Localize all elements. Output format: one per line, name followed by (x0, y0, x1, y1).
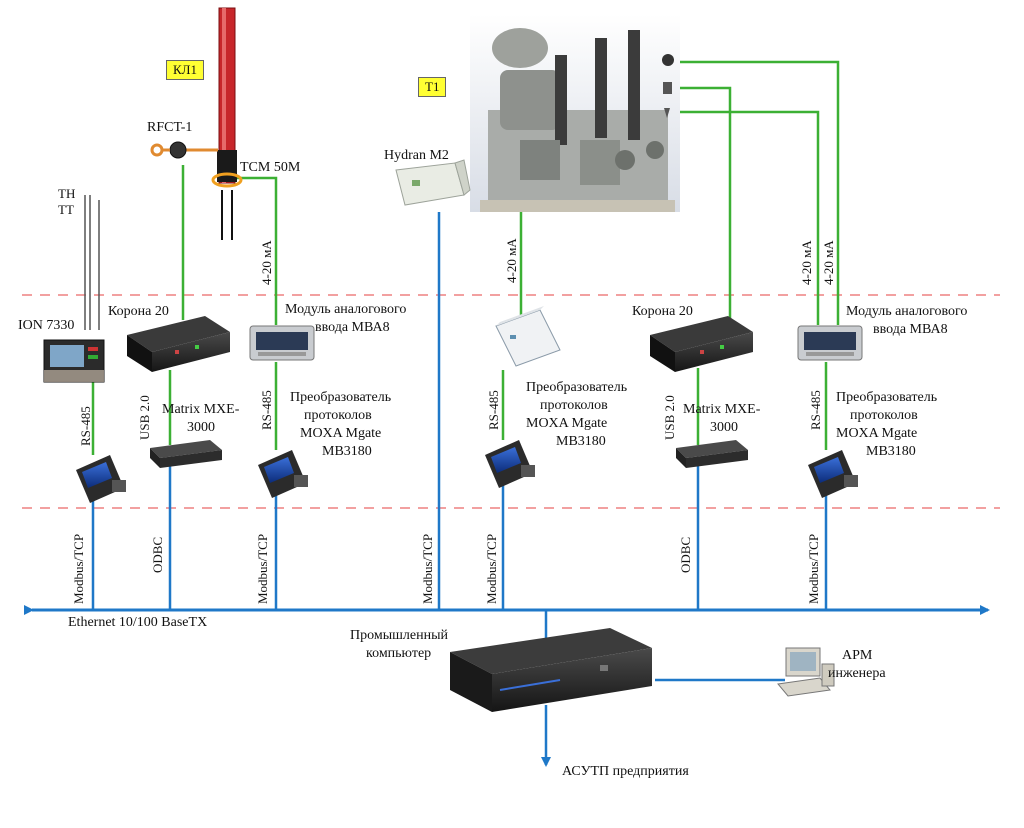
rfct-sensor (150, 141, 218, 159)
moxa-mgate-2 (258, 450, 308, 498)
label-mva-left-2: ввода МВА8 (315, 320, 390, 335)
link-label-rs485: RS-485 (808, 390, 823, 430)
cable-line-kl1 (211, 7, 243, 240)
label-mva-right-2: ввода МВА8 (873, 322, 948, 337)
label-mva-left-1: Модуль аналогового (285, 302, 407, 317)
link-label-4-20ma: 4-20 мА (504, 238, 519, 283)
label-asutp: АСУТП предприятия (562, 764, 689, 779)
tag-kl1: КЛ1 (166, 60, 204, 80)
ion-7330-meter (43, 339, 105, 383)
industrial-computer (450, 628, 652, 712)
link-label-rs485: RS-485 (259, 390, 274, 430)
mva8-right (797, 325, 863, 361)
label-th: ТН (58, 186, 76, 201)
korona-20-right (650, 316, 753, 372)
matrix-mxe-3000-left (150, 440, 222, 468)
label-moxa-left-4: MB3180 (322, 444, 372, 459)
analog-serial-links (91, 60, 840, 455)
link-label-modbus-tcp: Modbus/TCP (71, 533, 86, 604)
label-moxa-left-2: протоколов (304, 408, 372, 423)
label-korona-left: Корона 20 (108, 304, 169, 319)
label-moxa-right-3: MOXA Mgate (836, 426, 918, 441)
moxa-mgate-4 (808, 450, 858, 498)
label-ipc-1: Промышленный (350, 628, 448, 643)
link-label-usb: USB 2.0 (662, 395, 677, 440)
engineer-workstation (777, 647, 835, 697)
link-label-4-20ma: 4-20 мА (799, 240, 814, 285)
link-label-4-20ma: 4-20 мА (821, 240, 836, 285)
ethernet-drops (91, 212, 828, 767)
label-ion: ION 7330 (18, 318, 75, 333)
link-label-usb: USB 2.0 (137, 395, 152, 440)
moxa-mgate-1 (76, 455, 126, 503)
label-arm-2: инженера (828, 666, 886, 681)
label-matrix-left-1: Matrix MXE- (162, 402, 240, 417)
label-moxa-mid-2: протоколов (540, 398, 608, 413)
label-rfct: RFCT-1 (147, 120, 193, 135)
label-moxa-right-4: MB3180 (866, 444, 916, 459)
matrix-mxe-3000-right (676, 440, 748, 468)
label-moxa-right-1: Преобразователь (836, 390, 938, 405)
link-label-odbc: ODBC (150, 536, 165, 573)
label-ipc-2: компьютер (366, 646, 432, 661)
label-moxa-left-1: Преобразователь (290, 390, 392, 405)
hydran-m2 (395, 159, 471, 206)
label-mva-right-1: Модуль аналогового (846, 304, 968, 319)
label-moxa-left-3: MOXA Mgate (300, 426, 382, 441)
mva8-left (249, 325, 315, 361)
label-tcm: TCM 50M (240, 160, 301, 175)
link-label-modbus-tcp: Modbus/TCP (484, 533, 499, 604)
label-matrix-right-2: 3000 (710, 420, 738, 435)
label-matrix-left-2: 3000 (187, 420, 215, 435)
link-label-odbc: ODBC (678, 536, 693, 573)
analog-module-middle (495, 306, 561, 367)
label-korona-right: Корона 20 (632, 304, 693, 319)
link-label-rs485: RS-485 (78, 406, 93, 446)
label-moxa-mid-1: Преобразователь (526, 380, 628, 395)
label-tt: ТТ (58, 202, 74, 217)
link-label-rs485: RS-485 (486, 390, 501, 430)
moxa-mgate-3 (485, 440, 535, 488)
label-arm-1: АРМ (842, 648, 873, 663)
label-hydran: Hydran M2 (384, 148, 449, 163)
label-matrix-right-1: Matrix MXE- (683, 402, 761, 417)
label-ethernet: Ethernet 10/100 BaseTX (68, 615, 208, 630)
link-label-modbus-tcp: Modbus/TCP (806, 533, 821, 604)
tag-t1: Т1 (418, 77, 447, 97)
link-label-4-20ma: 4-20 мА (259, 240, 274, 285)
link-label-modbus-tcp: Modbus/TCP (255, 533, 270, 604)
link-label-modbus-tcp: Modbus/TCP (420, 533, 435, 604)
label-moxa-mid-3: MOXA Mgate (526, 416, 608, 431)
korona-20-left (127, 316, 230, 372)
transformer-t1 (470, 14, 680, 212)
label-moxa-right-2: протоколов (850, 408, 918, 423)
th-tt-wires (84, 195, 100, 330)
label-moxa-mid-4: MB3180 (556, 434, 606, 449)
